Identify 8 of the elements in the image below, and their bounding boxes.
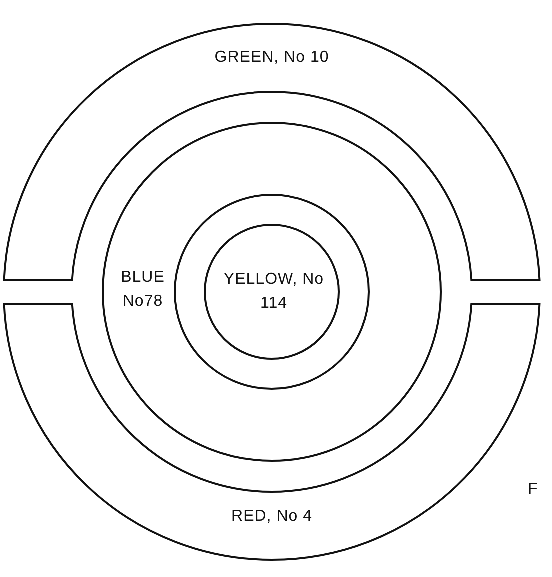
region-label: RED, No 4: [230, 507, 314, 527]
inner-ring-circle: [174, 194, 370, 390]
figure-label: F: [528, 480, 538, 500]
middle-circle: [102, 122, 442, 462]
center-circle: [204, 224, 340, 360]
region-label: BLUE No78: [120, 268, 166, 312]
region-label: GREEN, No 10: [214, 48, 330, 68]
region-label: YELLOW, No 114: [222, 270, 326, 314]
